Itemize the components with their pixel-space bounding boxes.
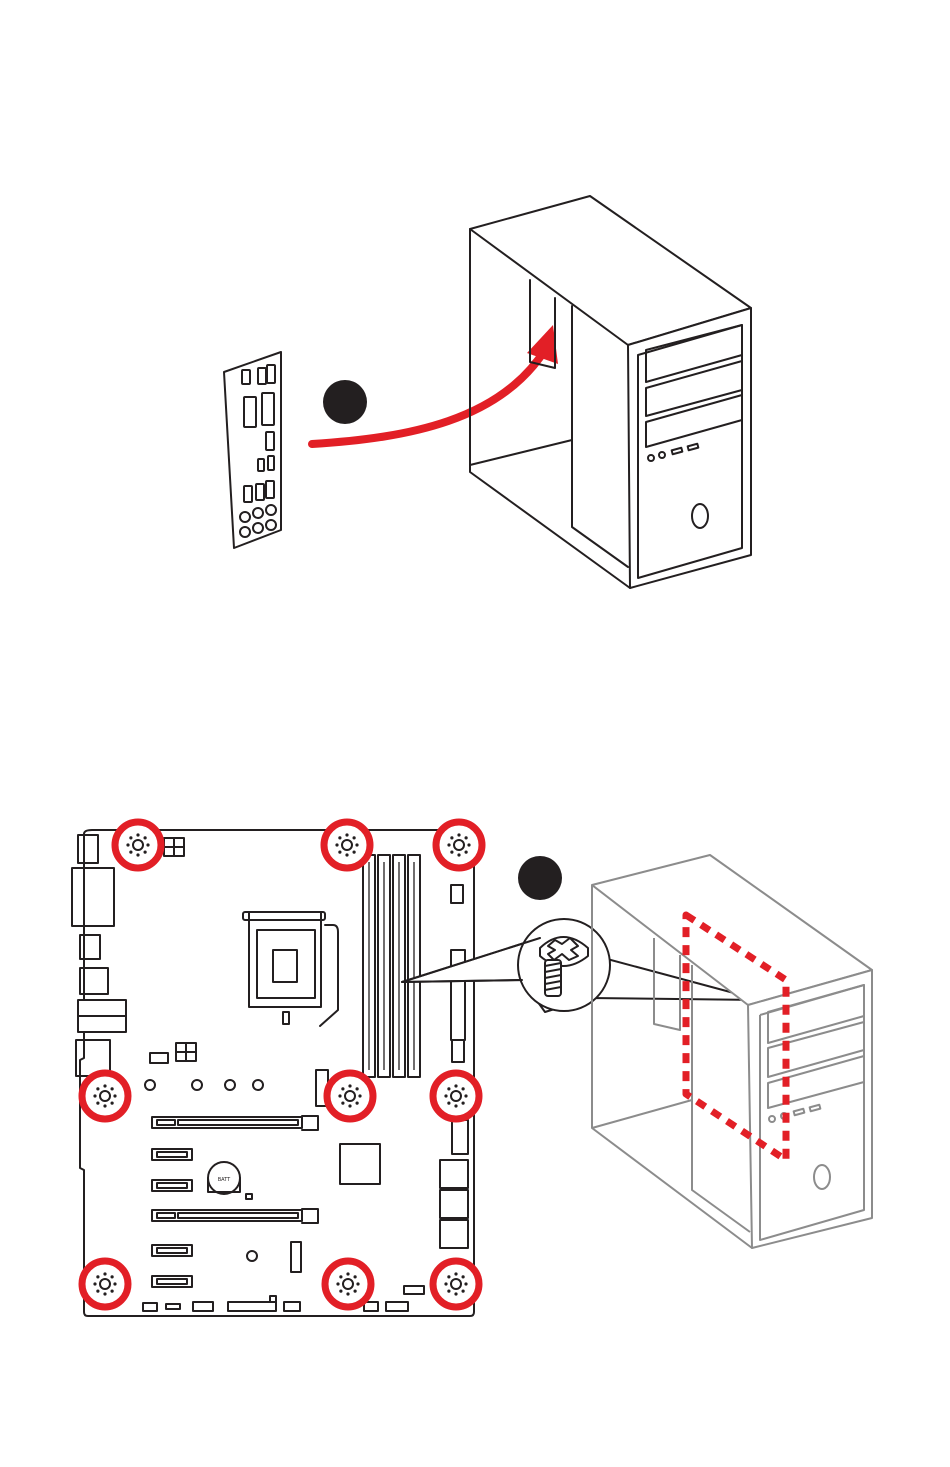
io-shield <box>224 352 281 548</box>
battery-label: BATT <box>218 1177 231 1183</box>
screw-hole-marker <box>82 1073 128 1119</box>
screw-holes <box>82 822 482 1307</box>
motherboard: BATT <box>72 830 474 1316</box>
screw-hole-marker <box>325 1261 371 1307</box>
screw-hole-marker <box>115 822 161 868</box>
step-badge-2 <box>518 856 562 900</box>
step-badge-1 <box>323 380 367 424</box>
screw-hole-marker <box>82 1261 128 1307</box>
case-ghost <box>592 855 872 1248</box>
screw-hole-marker <box>324 822 370 868</box>
step-1-panel <box>224 196 751 588</box>
cmos-battery: BATT <box>208 1162 252 1199</box>
screw-hole-marker <box>433 1261 479 1307</box>
screw-hole-marker <box>327 1073 373 1119</box>
step-2-panel: BATT <box>72 822 872 1316</box>
screw-hole-marker <box>433 1073 479 1119</box>
screw-hole-marker <box>436 822 482 868</box>
computer-case <box>470 196 751 588</box>
chipset <box>340 1144 380 1184</box>
pcie-slots <box>152 1116 318 1287</box>
cpu-socket <box>243 912 338 1026</box>
dimm-slots <box>363 855 420 1077</box>
